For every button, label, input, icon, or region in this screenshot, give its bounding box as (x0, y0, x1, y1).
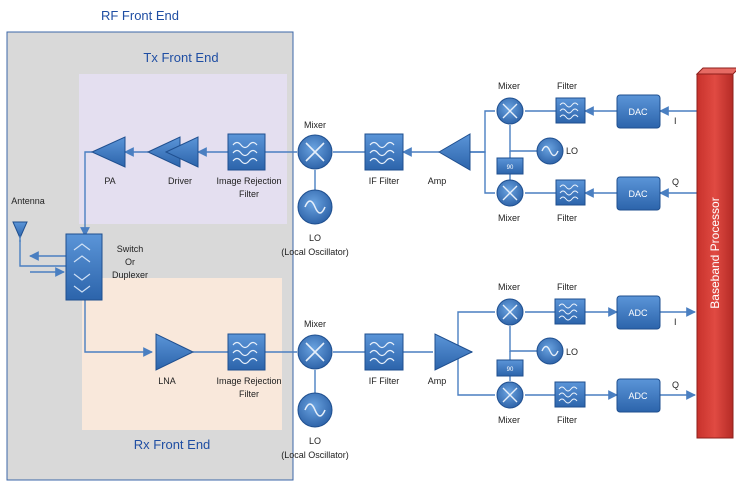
tx-front-end-title: Tx Front End (143, 50, 218, 65)
tx-q-label: Q (672, 177, 679, 187)
rx-q-label: Q (672, 380, 679, 390)
tx-amp-icon (438, 133, 471, 171)
rx-q-mixer-label: Mixer (498, 415, 520, 425)
tx-i-mixer-label: Mixer (498, 81, 520, 91)
rf-front-end-title: RF Front End (101, 8, 179, 23)
tx-small-lo-icon (536, 137, 564, 165)
rx-q-mixer-icon (496, 381, 524, 409)
driver-label: Driver (168, 176, 192, 186)
tx-i-mixer-icon (496, 97, 524, 125)
rx-front-end-title: Rx Front End (134, 437, 211, 452)
lna-icon (155, 333, 195, 371)
lna-label: LNA (158, 376, 176, 386)
tx-image-filter-label-2: Filter (239, 189, 259, 199)
rx-i-mixer-icon (496, 298, 524, 326)
adc-q-label: ADC (628, 391, 648, 401)
rx-amp-label: Amp (428, 376, 447, 386)
rx-image-filter-label: Image Rejection (216, 376, 281, 386)
duplexer-label: Duplexer (112, 270, 148, 280)
rx-i-filter-label: Filter (557, 282, 577, 292)
dac-q-block (616, 176, 661, 211)
antenna-icon (12, 221, 28, 242)
antenna-label: Antenna (11, 196, 45, 206)
rx-mixer-label: Mixer (304, 319, 326, 329)
switch-or-label: Or (125, 257, 135, 267)
rx-small-lo-icon (536, 337, 564, 365)
tx-lo-label: LO (309, 233, 321, 243)
switch-duplexer-icon (65, 233, 103, 301)
rx-lo-icon (297, 392, 333, 428)
dac-i-block (616, 94, 661, 129)
driver-icon (146, 136, 199, 168)
tx-mixer-icon (297, 134, 333, 170)
tx-if-filter-label: IF Filter (369, 176, 400, 186)
adc-i-label: ADC (628, 308, 648, 318)
rx-small-lo-label: LO (566, 347, 578, 357)
rx-q-filter-icon (554, 381, 586, 408)
tx-lo-icon (297, 189, 333, 225)
rx-phase-shift-label: 90 (507, 367, 514, 373)
rx-lo-sub-label: (Local Oscillator) (281, 450, 349, 460)
baseband-processor-label: Baseband Processor (708, 197, 722, 308)
tx-phase-shift-label: 90 (507, 165, 514, 171)
rx-i-label: I (674, 317, 677, 327)
tx-q-mixer-icon (496, 179, 524, 207)
baseband-processor-block (695, 67, 736, 439)
pa-icon (90, 136, 126, 168)
rx-if-filter-label: IF Filter (369, 376, 400, 386)
dac-i-label: DAC (628, 107, 648, 117)
dac-q-label: DAC (628, 189, 648, 199)
tx-lo-sub-label: (Local Oscillator) (281, 247, 349, 257)
switch-label: Switch (117, 244, 144, 254)
tx-phase-shifter-icon (496, 157, 524, 175)
signal-lines (19, 106, 697, 400)
tx-i-filter-icon (555, 97, 586, 124)
tx-q-filter-icon (555, 179, 586, 206)
rx-mixer-icon (297, 334, 333, 370)
rx-phase-shifter-icon (496, 359, 524, 377)
tx-amp-label: Amp (428, 176, 447, 186)
rx-amp-icon (434, 333, 474, 371)
tx-q-filter-label: Filter (557, 213, 577, 223)
adc-i-block (616, 295, 661, 330)
rx-lo-label: LO (309, 436, 321, 446)
tx-i-filter-label: Filter (557, 81, 577, 91)
rx-i-mixer-label: Mixer (498, 282, 520, 292)
tx-image-filter-label: Image Rejection (216, 176, 281, 186)
rx-image-filter-label-2: Filter (239, 389, 259, 399)
rx-image-filter-icon (227, 333, 266, 371)
tx-mixer-label: Mixer (304, 120, 326, 130)
adc-q-block (616, 378, 661, 413)
pa-label: PA (104, 176, 115, 186)
tx-i-label: I (674, 116, 677, 126)
tx-if-filter-icon (364, 133, 404, 171)
rx-if-filter-icon (364, 333, 404, 371)
rx-q-filter-label: Filter (557, 415, 577, 425)
tx-small-lo-label: LO (566, 146, 578, 156)
rx-i-filter-icon (554, 298, 586, 325)
tx-q-mixer-label: Mixer (498, 213, 520, 223)
tx-image-filter-icon (227, 133, 266, 171)
